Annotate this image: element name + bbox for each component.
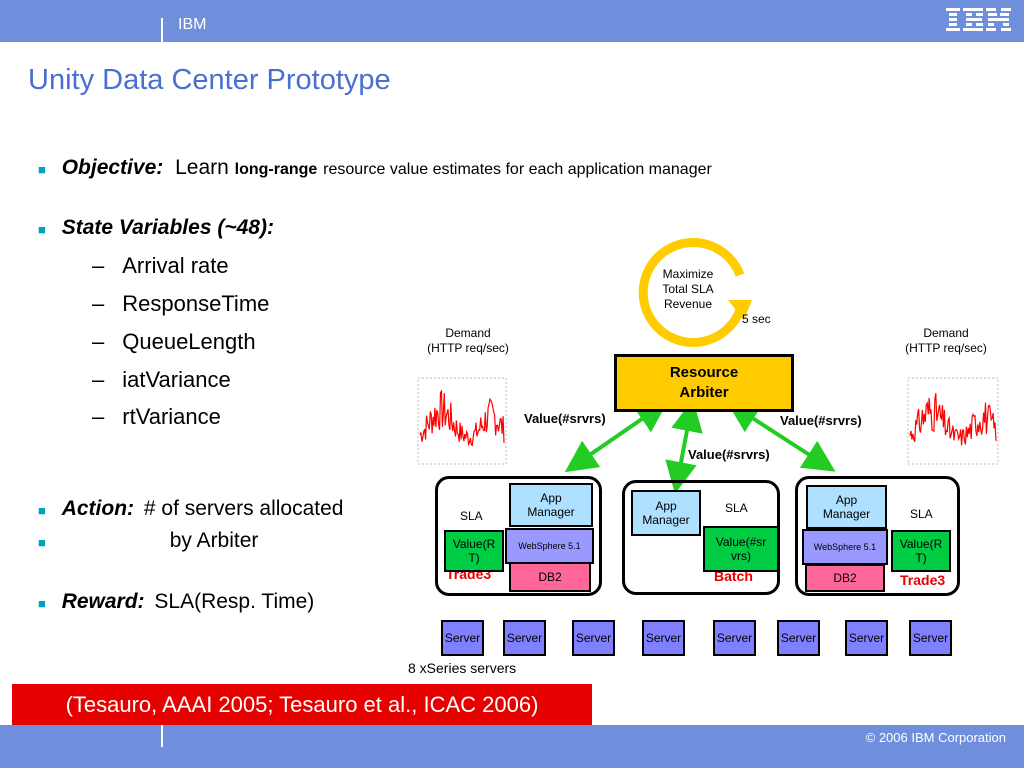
sla-label: SLA — [725, 501, 748, 515]
sla-label: SLA — [910, 507, 933, 521]
server-box: Server — [642, 620, 685, 656]
objective-label: Objective: — [61, 156, 164, 179]
action-bullet-cont: ■ by Arbiter — [38, 529, 258, 553]
state-bullet: ■ State Variables (~48): — [38, 216, 274, 240]
footer-separator — [161, 725, 163, 747]
state-item: –Arrival rate — [92, 253, 229, 278]
citation-banner: (Tesauro, AAAI 2005; Tesauro et al., ICA… — [12, 684, 592, 726]
sla-label: SLA — [460, 509, 483, 523]
objective-learn: Learn — [175, 156, 229, 179]
slide-title: Unity Data Center Prototype — [28, 64, 391, 96]
websphere-box: WebSphere 5.1 — [802, 529, 888, 565]
action-text: # of servers allocated — [143, 497, 344, 520]
cycle-arrowhead-icon — [728, 300, 752, 320]
server-box: Server — [572, 620, 615, 656]
state-label: State Variables (~48): — [61, 216, 274, 239]
top-bar-separator — [161, 18, 163, 42]
action-text-2: by Arbiter — [169, 529, 259, 552]
batch-label: Batch — [714, 568, 753, 584]
footer-bar: © 2006 IBM Corporation — [0, 725, 1024, 768]
resource-arbiter: Resource Arbiter — [614, 354, 794, 412]
action-bullet: ■ Action: # of servers allocated — [38, 497, 343, 521]
state-item: –QueueLength — [92, 329, 256, 354]
value-label-right: Value(#srvrs) — [780, 413, 862, 428]
demand-plot-right — [907, 377, 999, 465]
copyright: © 2006 IBM Corporation — [865, 730, 1006, 745]
state-item: –iatVariance — [92, 367, 231, 392]
reward-text: SLA(Resp. Time) — [154, 590, 315, 613]
state-item: –ResponseTime — [92, 291, 270, 316]
db2-box: DB2 — [805, 564, 885, 592]
server-box: Server — [503, 620, 546, 656]
bullet-square-icon: ■ — [38, 503, 46, 518]
server-box: Server — [777, 620, 820, 656]
value-arrow-left — [564, 400, 669, 473]
bullet-square-icon: ■ — [38, 162, 46, 177]
bullet-square-icon: ■ — [38, 222, 46, 237]
value-label-left: Value(#srvrs) — [524, 411, 606, 426]
reward-bullet: ■ Reward: SLA(Resp. Time) — [38, 590, 314, 614]
server-box: Server — [441, 620, 484, 656]
value-arrow-right — [726, 401, 836, 472]
cycle-arrow-icon — [638, 238, 745, 347]
cycle-label: Maximize Total SLA Revenue — [662, 267, 714, 311]
objective-emphasis: long-range — [234, 161, 318, 178]
objective-bullet: ■ Objective: Learn long-range resource v… — [38, 156, 712, 180]
db2-box: DB2 — [509, 562, 591, 592]
action-label: Action: — [61, 497, 135, 520]
websphere-box: WebSphere 5.1 — [505, 528, 594, 564]
demand-label-right: Demand(HTTP req/sec) — [905, 326, 987, 355]
value-arrow-middle — [665, 399, 703, 494]
ibm-logo-icon — [946, 8, 1011, 31]
trade3-label: Trade3 — [900, 572, 946, 588]
header-company: IBM — [178, 16, 207, 33]
bullet-square-icon: ■ — [38, 535, 46, 550]
server-box: Server — [713, 620, 756, 656]
demand-label-left: Demand(HTTP req/sec) — [427, 326, 509, 355]
bullet-square-icon: ■ — [38, 596, 46, 611]
interval-label: 5 sec — [742, 312, 771, 326]
value-label-middle: Value(#srvrs) — [688, 447, 770, 462]
reward-label: Reward: — [61, 590, 145, 613]
app-container-trade3-left — [435, 476, 602, 596]
server-box: Server — [909, 620, 952, 656]
servers-caption: 8 xSeries servers — [408, 660, 517, 676]
server-box: Server — [845, 620, 888, 656]
objective-rest: resource value estimates for each applic… — [323, 161, 712, 178]
demand-plot-left — [417, 377, 507, 465]
state-item: –rtVariance — [92, 404, 221, 429]
top-bar: IBM — [0, 0, 1024, 42]
app-container-trade3-right — [795, 476, 960, 596]
